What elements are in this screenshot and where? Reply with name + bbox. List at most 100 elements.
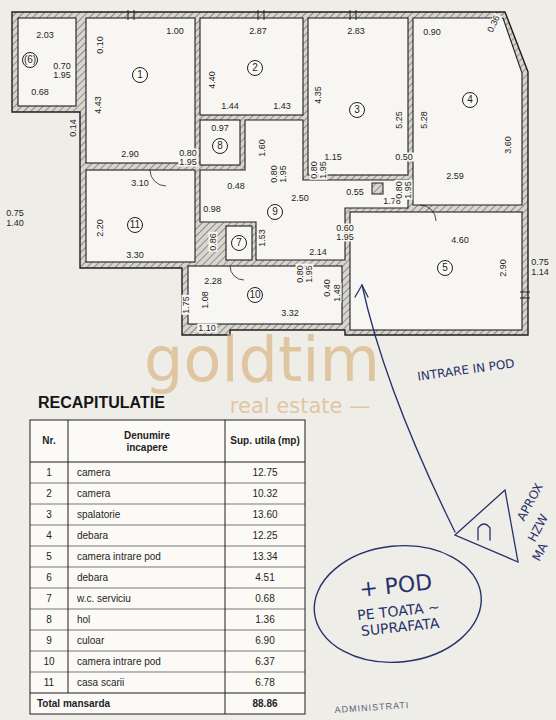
table-row-line [30, 504, 305, 505]
dimension: 0.80 [310, 160, 319, 180]
dimension: 1.95 [52, 71, 72, 80]
chimney [372, 183, 383, 194]
arrow-head [355, 285, 368, 297]
table-row-line [30, 609, 305, 610]
dimension: 1.60 [258, 138, 267, 158]
dimension: 0.80 [395, 180, 404, 200]
table-cell: 13.60 [251, 510, 278, 520]
table-cell: hol [76, 615, 91, 625]
table-cell: spalatorie [76, 510, 121, 520]
room-number: 11 [127, 217, 143, 233]
dimension: 3.30 [125, 251, 145, 260]
dimension: 0.40 [323, 278, 332, 298]
dimension: 2.03 [35, 31, 55, 40]
watermark: goldtim [143, 329, 381, 391]
dimension: 0.75 [530, 258, 550, 267]
room [200, 120, 240, 165]
table-cell: debara [76, 531, 109, 541]
table-cell: 9 [45, 636, 53, 646]
dimension: 0.80 [178, 149, 198, 158]
table-cell: 6.37 [254, 657, 275, 667]
room-number: (6) [22, 52, 38, 68]
window [520, 292, 530, 293]
dimension: 2.87 [248, 27, 268, 36]
leader-line [362, 285, 455, 532]
table-row-line [30, 630, 305, 631]
room [350, 212, 522, 330]
room-number: 8 [212, 138, 228, 154]
watermark: real estate — [229, 396, 371, 417]
table-cell: camera [76, 489, 111, 499]
room-number: 3 [349, 102, 365, 118]
dimension: 3.32 [280, 309, 300, 318]
dimension: 0.36 [486, 13, 502, 35]
outer-walls [12, 12, 528, 335]
table-cell: 0.68 [254, 594, 275, 604]
room-number: 5 [437, 260, 453, 276]
dimension: 0.48 [226, 182, 246, 191]
table-title: RECAPITULATIE [38, 394, 165, 412]
table-cell: 5 [45, 552, 53, 562]
handwritten-note: MA [530, 540, 550, 564]
table-cell: camera [76, 468, 111, 478]
dimension: 4.60 [450, 236, 470, 245]
dimension: 2.90 [120, 150, 140, 159]
room [188, 266, 342, 324]
note-ellipse: + PODPE TOATA ~ SUPRAFATA [308, 536, 489, 671]
dimension: 5.25 [395, 110, 404, 130]
dimension: 2.14 [308, 248, 328, 257]
table-row-line [30, 483, 305, 484]
room-number: 9 [267, 204, 283, 220]
window [264, 10, 265, 20]
handwritten-note: INTRARE IN POD [416, 357, 517, 383]
table-row-line [30, 588, 305, 589]
table-row-line [30, 651, 305, 652]
room-number: 7 [231, 235, 247, 251]
stamp-text: ADMINISTRATI [333, 701, 410, 715]
dimension: 3.60 [504, 135, 513, 155]
table-cell: debara [76, 573, 109, 583]
dimension: 1.95 [305, 264, 314, 284]
table-cell: 11 [43, 678, 55, 688]
dimension: 0.80 [296, 264, 305, 284]
window [128, 10, 129, 20]
dimension: 1.40 [5, 219, 25, 228]
table-header: Nr. [41, 435, 56, 447]
dimension: 0.90 [422, 28, 442, 37]
room [308, 18, 408, 175]
dimension: 1.75 [182, 295, 191, 315]
table-cell: 4 [45, 531, 53, 541]
dimension: 0.80 [270, 164, 279, 184]
table-row-line [30, 546, 305, 547]
room-number: 1 [132, 67, 148, 83]
table-total: Total mansarda [36, 699, 111, 709]
table-cell: 1 [45, 468, 53, 478]
table-cell: 4.51 [254, 573, 275, 583]
table-row-line [30, 525, 305, 526]
dimension: 0.75 [5, 209, 25, 218]
window [356, 10, 357, 20]
dimension: 0.70 [52, 62, 72, 71]
dimension: 1.43 [272, 102, 292, 111]
table-cell: w.c. serviciu [76, 594, 132, 604]
window [350, 10, 351, 20]
dimension: 2.83 [346, 27, 366, 36]
dimension: 0.86 [209, 232, 218, 252]
dimension: 1.08 [201, 290, 210, 310]
room-number: 4 [462, 92, 478, 108]
table-grid [30, 420, 305, 714]
door-swing [420, 205, 436, 221]
room [200, 18, 303, 115]
window [520, 298, 530, 299]
dimension: 0.60 [335, 224, 355, 233]
table-cell: 13.34 [251, 552, 278, 562]
table-cell: 1.36 [254, 615, 275, 625]
table-cell: 10.32 [251, 489, 278, 499]
table-cell: 6.78 [254, 678, 275, 688]
room [413, 18, 522, 205]
table-cell: camera intrare pod [76, 657, 162, 667]
sketch [478, 524, 490, 540]
dimension: 0.50 [394, 153, 414, 162]
sketch [455, 490, 518, 562]
dimension: 0.14 [69, 118, 78, 138]
